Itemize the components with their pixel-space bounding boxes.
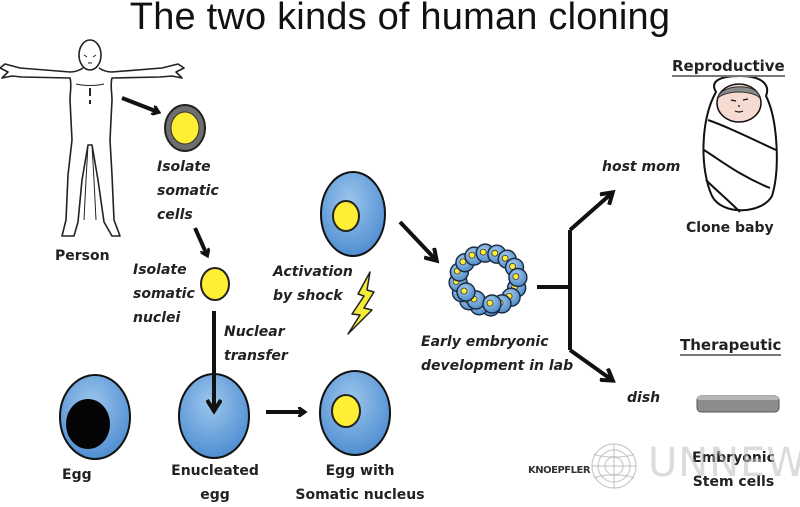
label-line: somatic <box>133 286 195 302</box>
label-line: cells <box>157 207 193 223</box>
label-line: Isolate <box>133 262 187 278</box>
watermark-text: UNNEWS <box>648 440 800 486</box>
somatic-cell-icon <box>164 104 206 152</box>
egg-with-nucleus-icon <box>319 370 391 456</box>
label-line: Egg with <box>325 463 395 479</box>
embryo-cell-nucleus <box>512 273 520 280</box>
label-line: Nuclear <box>224 324 285 340</box>
embryo-cell-nucleus <box>491 249 499 257</box>
label-line: Enucleated <box>171 463 259 479</box>
label-enucleated-egg: Enucleated egg <box>163 459 267 507</box>
label-stem-cells: Embryonic Stem cells <box>692 446 775 494</box>
petri-dish-icon <box>696 395 780 413</box>
egg-cell-icon <box>59 374 131 460</box>
arrow-cells-to-nuclei <box>193 227 207 255</box>
un-emblem-icon <box>591 443 637 489</box>
label-early-development: Early embryonic development in lab <box>421 330 573 378</box>
arrow-egg-to-embryo <box>398 220 436 260</box>
label-line: Isolate <box>157 159 211 175</box>
label-host-mom: host mom <box>602 159 681 175</box>
arrow-person-to-cell <box>121 96 158 112</box>
person-figure-icon <box>0 39 185 237</box>
label-line: Activation <box>273 264 353 280</box>
label-activation: Activation by shock <box>273 260 353 308</box>
activated-egg-icon <box>320 171 386 257</box>
label-egg-with-nucleus: Egg with Somatic nucleus <box>285 459 435 507</box>
heading-therapeutic: Therapeutic <box>680 336 782 356</box>
label-isolate-cells: Isolate somatic cells <box>157 155 219 227</box>
heading-reproductive: Reproductive <box>672 57 785 77</box>
label-line: transfer <box>224 348 288 364</box>
label-dish: dish <box>627 390 661 406</box>
arrow-to-host-mom <box>568 193 612 232</box>
embryo-cell-nucleus <box>468 251 476 259</box>
embryo-cell-nucleus <box>486 299 494 307</box>
arrow-to-dish <box>568 348 612 380</box>
label-line: Somatic nucleus <box>295 487 425 503</box>
label-line: development in lab <box>421 358 574 374</box>
label-egg: Egg <box>62 467 92 483</box>
embryo-cell-nucleus <box>459 258 467 266</box>
embryo-cluster-icon <box>448 243 528 317</box>
label-line: Early embryonic <box>421 334 549 350</box>
lightning-bolt-icon <box>347 271 375 335</box>
embryo-cell-nucleus <box>479 248 487 256</box>
branch-arrows <box>537 193 612 380</box>
label-line: Embryonic <box>692 450 775 466</box>
label-line: nuclei <box>133 310 181 326</box>
clone-baby-icon <box>702 74 778 213</box>
label-line: by shock <box>273 288 343 304</box>
label-isolate-nuclei: Isolate somatic nuclei <box>133 258 195 330</box>
label-person: Person <box>55 248 110 264</box>
embryo-cell-nucleus <box>501 254 509 262</box>
embryo-cell-nucleus <box>460 287 468 295</box>
somatic-nucleus-icon <box>200 267 230 301</box>
label-line: egg <box>200 487 230 503</box>
label-clone-baby: Clone baby <box>686 220 774 236</box>
label-line: somatic <box>157 183 219 199</box>
diagram-title: The two kinds of human cloning <box>129 0 671 38</box>
label-line: Stem cells <box>692 474 775 490</box>
author-credit: KNOEPFLER <box>528 465 591 476</box>
label-nuclear-transfer: Nuclear transfer <box>224 320 288 368</box>
